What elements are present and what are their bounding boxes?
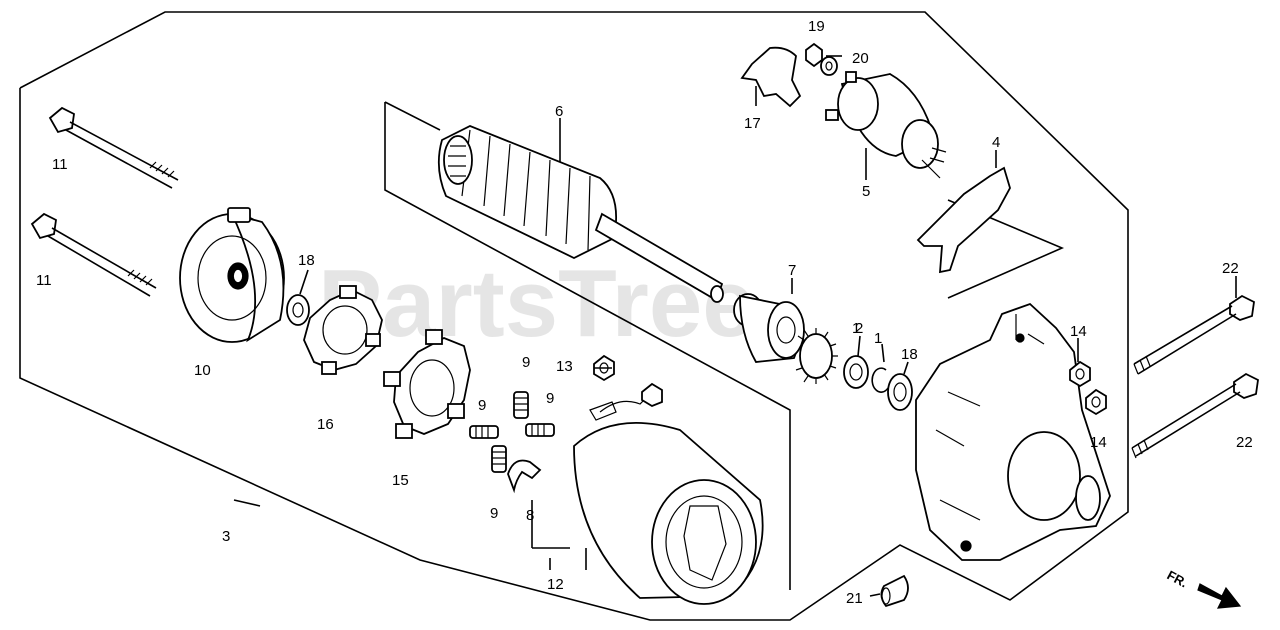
callout-16: 16 — [317, 416, 334, 433]
callout-14-b: 14 — [1090, 434, 1107, 451]
bracket-nut-upper — [1069, 360, 1091, 388]
callout-4: 4 — [992, 134, 1000, 151]
rear-cover — [179, 207, 285, 343]
assembly-outline — [19, 11, 1129, 621]
shift-lever — [916, 166, 1011, 274]
callout-11-a: 11 — [52, 156, 68, 173]
thrust-washer — [843, 355, 869, 389]
callout-18-a: 18 — [298, 252, 315, 269]
yoke-field-assembly — [573, 382, 764, 605]
callout-9-d: 9 — [490, 505, 498, 522]
solenoid — [825, 71, 947, 179]
callout-19: 19 — [808, 18, 825, 35]
cover-nut — [805, 42, 823, 68]
dowel-pin — [880, 574, 909, 608]
mounting-bolt-lower — [1131, 372, 1259, 459]
front-direction-indicator: FR. — [1165, 567, 1242, 609]
callout-7: 7 — [788, 262, 796, 279]
brush-spring-2 — [469, 425, 499, 439]
callout-9-b: 9 — [478, 397, 486, 414]
callout-22-a: 22 — [1222, 260, 1239, 277]
callout-2: 2 — [855, 320, 863, 337]
bracket-nut-lower — [1085, 388, 1107, 416]
callout-9-c: 9 — [546, 390, 554, 407]
bearing-left — [286, 294, 310, 326]
through-bolt-upper — [48, 106, 179, 189]
bearing-right — [887, 373, 913, 411]
callout-8: 8 — [526, 507, 534, 524]
callout-9-a: 9 — [522, 354, 530, 371]
callout-1-ring: 1 — [874, 330, 882, 347]
snap-ring — [871, 367, 889, 393]
callout-20: 20 — [852, 50, 869, 67]
callout-13: 13 — [556, 358, 573, 375]
mounting-bolt-upper — [1133, 294, 1255, 375]
cover-washer — [820, 56, 838, 76]
callout-22-b: 22 — [1236, 434, 1253, 451]
brush-plate — [303, 285, 383, 375]
callout-15: 15 — [392, 472, 409, 489]
solenoid-cover — [740, 46, 802, 108]
callout-6: 6 — [555, 103, 563, 120]
callout-5: 5 — [862, 183, 870, 200]
armature — [437, 125, 724, 303]
brush — [507, 459, 542, 494]
brush-spring-4 — [491, 445, 507, 473]
callout-21: 21 — [846, 590, 863, 607]
brush-spring-1 — [513, 391, 529, 419]
front-bracket — [915, 302, 1111, 561]
armature-group-edge — [384, 101, 441, 131]
front-arrow-icon — [1197, 583, 1242, 609]
brush-holder — [383, 329, 471, 439]
callout-11-b: 11 — [36, 272, 52, 289]
leader-lines — [233, 55, 1237, 597]
overrunning-clutch — [733, 293, 838, 384]
brush-spring-3 — [525, 423, 555, 437]
callout-14-a: 14 — [1070, 323, 1087, 340]
callout-18-b: 18 — [901, 346, 918, 363]
through-bolt-lower — [30, 212, 157, 297]
callout-1: 1 — [852, 320, 860, 337]
callout-17: 17 — [744, 115, 761, 132]
callout-3: 3 — [222, 528, 230, 545]
callout-12: 12 — [547, 576, 564, 593]
callout-10: 10 — [194, 362, 211, 379]
armature-group-outline — [384, 102, 791, 590]
direction-label: FR. — [1165, 567, 1191, 590]
